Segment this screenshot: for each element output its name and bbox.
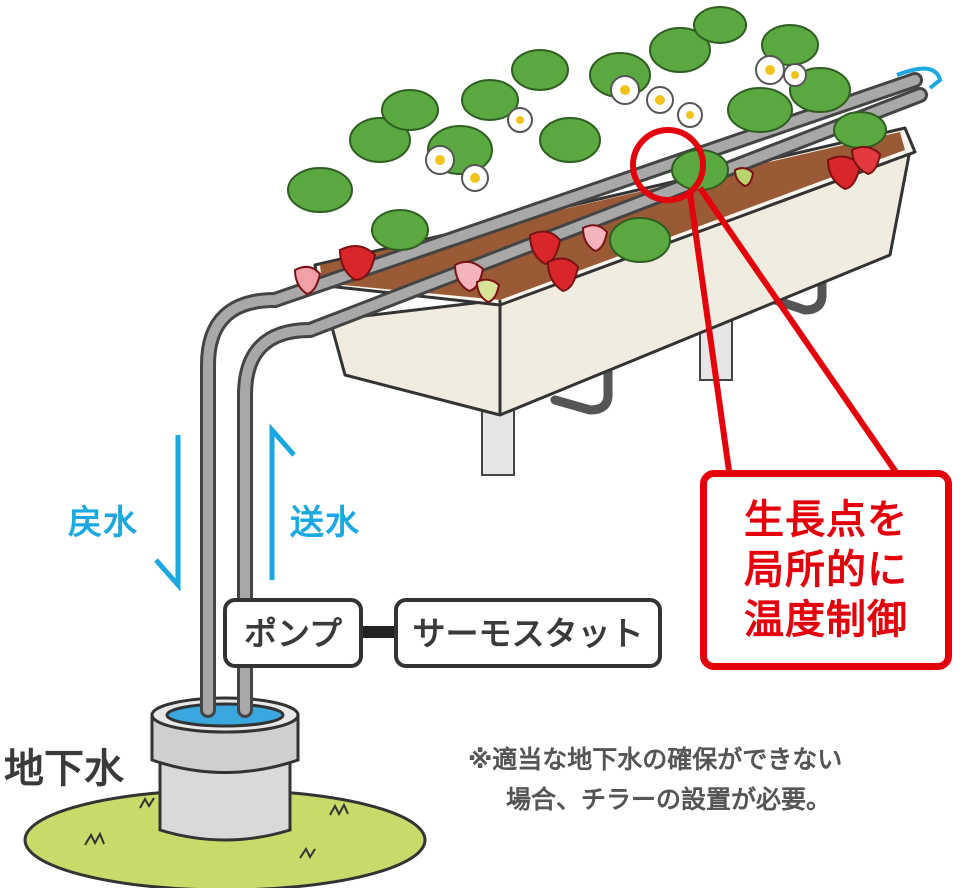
well <box>150 696 300 842</box>
return-flow-arrow-icon <box>896 66 943 90</box>
callout-box: 生長点を 局所的に 温度制御 <box>700 470 952 670</box>
strawberries <box>293 145 882 304</box>
note-line-1: ※適当な地下水の確保ができない <box>468 745 843 774</box>
callout-pointer <box>630 127 903 480</box>
callout-line-1: 生長点を <box>744 497 908 543</box>
note-line-2: 場合、チラーの設置が必要。 <box>506 785 832 814</box>
pipes <box>200 72 928 718</box>
flower-centers <box>435 65 799 183</box>
flow-arrows <box>154 423 296 592</box>
return-water-label: 戻水 <box>68 503 138 543</box>
groundwater-label: 地下水 <box>4 746 124 792</box>
planter-brackets <box>550 195 827 415</box>
pump-thermostat-connector <box>356 626 404 638</box>
supply-water-label: 送水 <box>290 503 360 543</box>
thermostat-label: サーモスタット <box>412 613 644 653</box>
callout-line-3: 温度制御 <box>744 597 908 643</box>
thermostat-box: サーモスタット <box>394 598 662 668</box>
strawberry-leaves <box>287 6 887 263</box>
grass-tufts <box>84 796 349 860</box>
pump-box: ポンプ <box>223 598 363 668</box>
pump-label: ポンプ <box>243 613 342 653</box>
callout-line-2: 局所的に <box>744 547 908 593</box>
